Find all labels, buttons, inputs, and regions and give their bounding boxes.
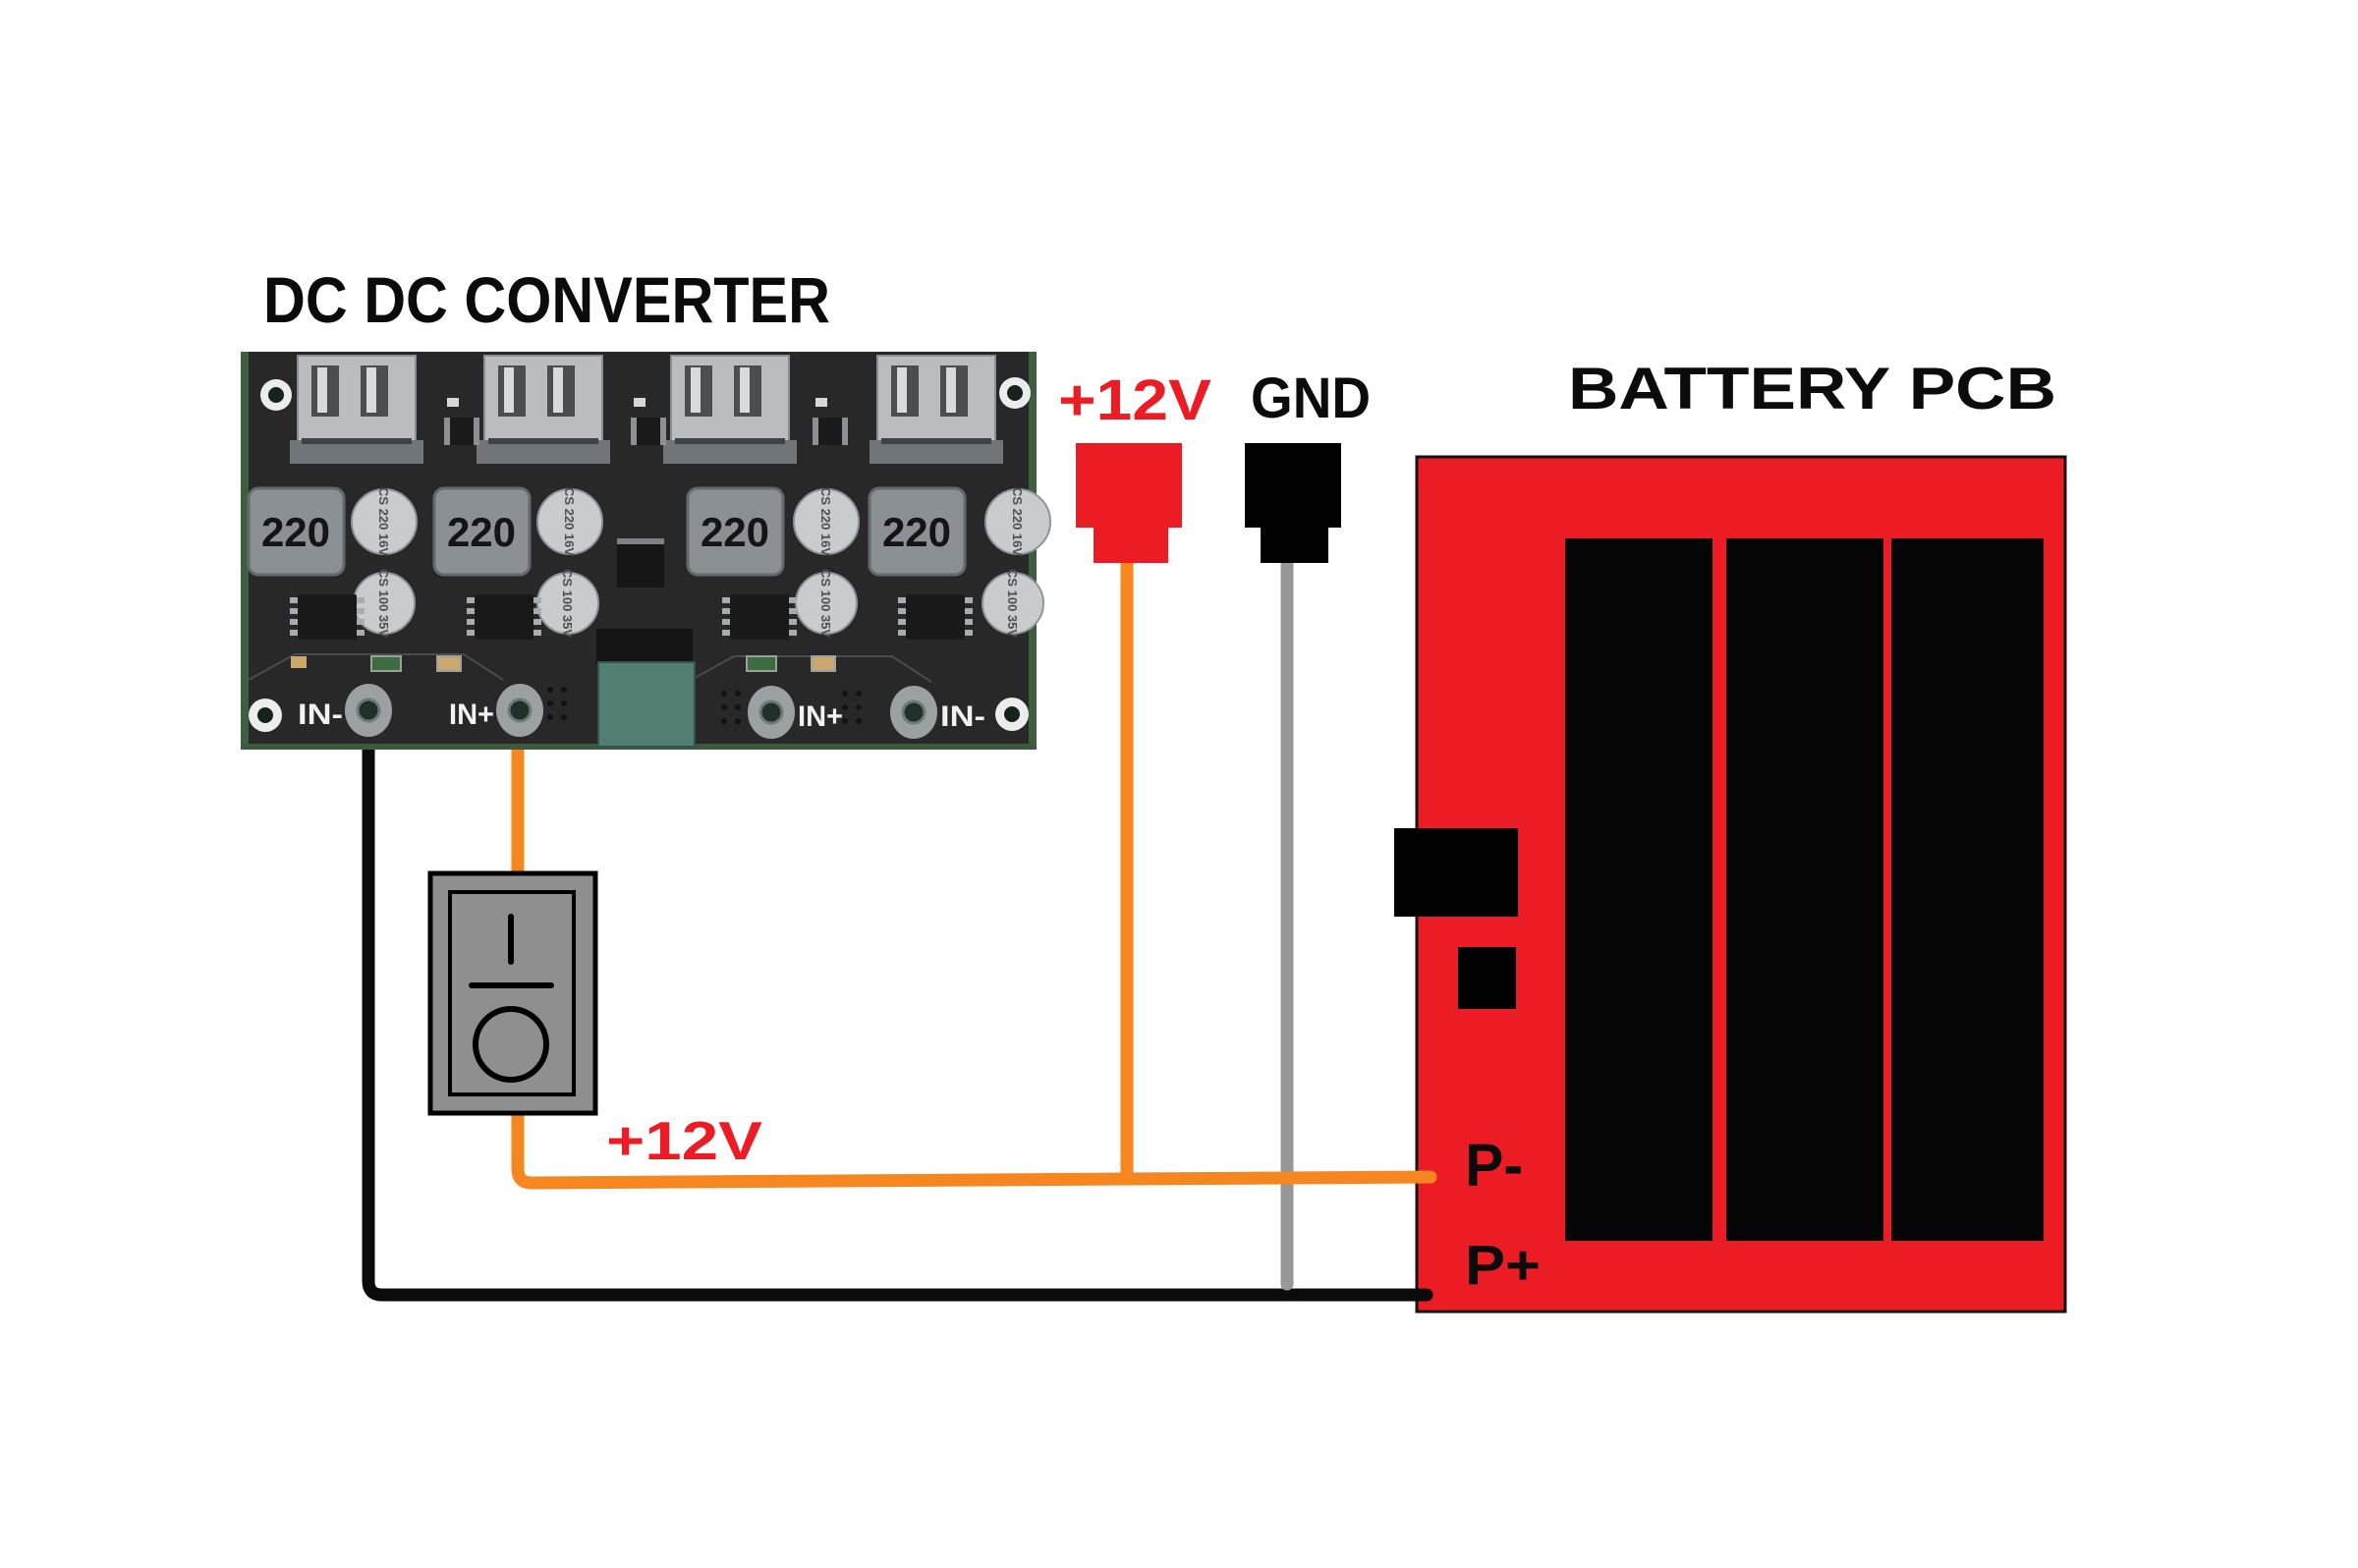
inductor-label: 220 <box>447 509 516 555</box>
capacitor-upper-3: CS 220 16V <box>793 487 860 556</box>
inductor-label: 220 <box>882 509 951 555</box>
ic-3 <box>722 594 797 640</box>
battery-connector-main <box>1394 828 1518 917</box>
rocker-switch <box>427 870 598 1116</box>
pad-in-minus-left: IN- <box>298 684 392 737</box>
battery-cell-bar-3 <box>1891 538 2044 1241</box>
ic-chips <box>290 594 973 640</box>
switch-off-mark-icon <box>473 1006 549 1083</box>
inductor-label: 220 <box>701 509 769 555</box>
capacitor-label: CS 100 35V <box>376 569 391 638</box>
capacitor-label: CS 220 16V <box>1010 487 1025 556</box>
inductor-label: 220 <box>261 509 330 555</box>
usb-port-1 <box>290 355 423 464</box>
orange-wire-switched-12v <box>511 708 1437 1190</box>
ic-2 <box>467 594 541 640</box>
capacitor-label: CS 100 35V <box>818 569 833 638</box>
inductor-3: 220 <box>686 486 785 577</box>
pad-in-plus-left: IN+ <box>449 684 543 737</box>
pad-in-plus-right: IN+ <box>748 686 843 739</box>
plus12v-label: +12V <box>1058 368 1211 432</box>
p-plus-label: P+ <box>1465 1234 1541 1297</box>
battery-connector-aux <box>1458 947 1516 1009</box>
inductor-2: 220 <box>432 486 532 577</box>
pad-label: IN- <box>298 699 343 731</box>
connector-housing <box>596 629 693 664</box>
battery-cell-bar-2 <box>1726 538 1883 1241</box>
battery-pcb-title: BATTERY PCB <box>1568 356 2056 421</box>
inductor-4: 220 <box>868 486 967 577</box>
capacitor-label: CS 100 35V <box>1005 569 1020 638</box>
mounting-holes <box>249 377 1031 732</box>
board-edge-left <box>241 352 249 750</box>
pad-in-minus-right: IN- <box>890 686 985 739</box>
p-minus-label: P- <box>1465 1132 1523 1199</box>
battery-cell-bar-1 <box>1565 538 1712 1241</box>
smd-diodes <box>444 398 848 445</box>
capacitor-label: CS 100 35V <box>560 569 575 638</box>
capacitor-upper-4: CS 220 16V <box>984 487 1051 556</box>
ic-1 <box>290 594 365 640</box>
switched-plus12v-label: +12V <box>606 1110 762 1171</box>
gnd-label: GND <box>1251 366 1371 430</box>
diode-pack-edge <box>617 538 664 544</box>
usb-port-4 <box>870 355 1003 464</box>
capacitor-upper-2: CS 220 16V <box>536 487 603 556</box>
battery-pcb <box>1394 455 2067 1314</box>
usb-port-3 <box>663 355 797 464</box>
diode-pack <box>617 538 664 588</box>
plus12v-connector <box>1076 443 1182 563</box>
capacitor-label: CS 220 16V <box>376 487 391 556</box>
pad-label: IN+ <box>449 699 494 731</box>
pad-label: IN+ <box>798 700 843 733</box>
black-wire-in-minus-to-p-plus <box>362 708 1433 1302</box>
capacitor-label: CS 220 16V <box>562 487 577 556</box>
smd-components <box>291 655 836 672</box>
capacitor-upper-1: CS 220 16V <box>351 487 418 556</box>
gnd-connector <box>1245 443 1341 563</box>
capacitor-lower-4: CS 100 35V <box>982 569 1044 638</box>
dc-dc-converter-board: 220 220 220 220 CS 220 16V CS 220 16V CS… <box>241 352 1051 750</box>
ic-4 <box>898 594 973 640</box>
usb-port-2 <box>477 355 610 464</box>
teal-module <box>597 661 696 748</box>
inductor-1: 220 <box>247 486 346 577</box>
silkscreen-line <box>248 653 504 681</box>
pad-label: IN- <box>940 700 985 733</box>
converter-title: DC DC CONVERTER <box>263 263 830 336</box>
capacitor-label: CS 220 16V <box>818 487 833 556</box>
